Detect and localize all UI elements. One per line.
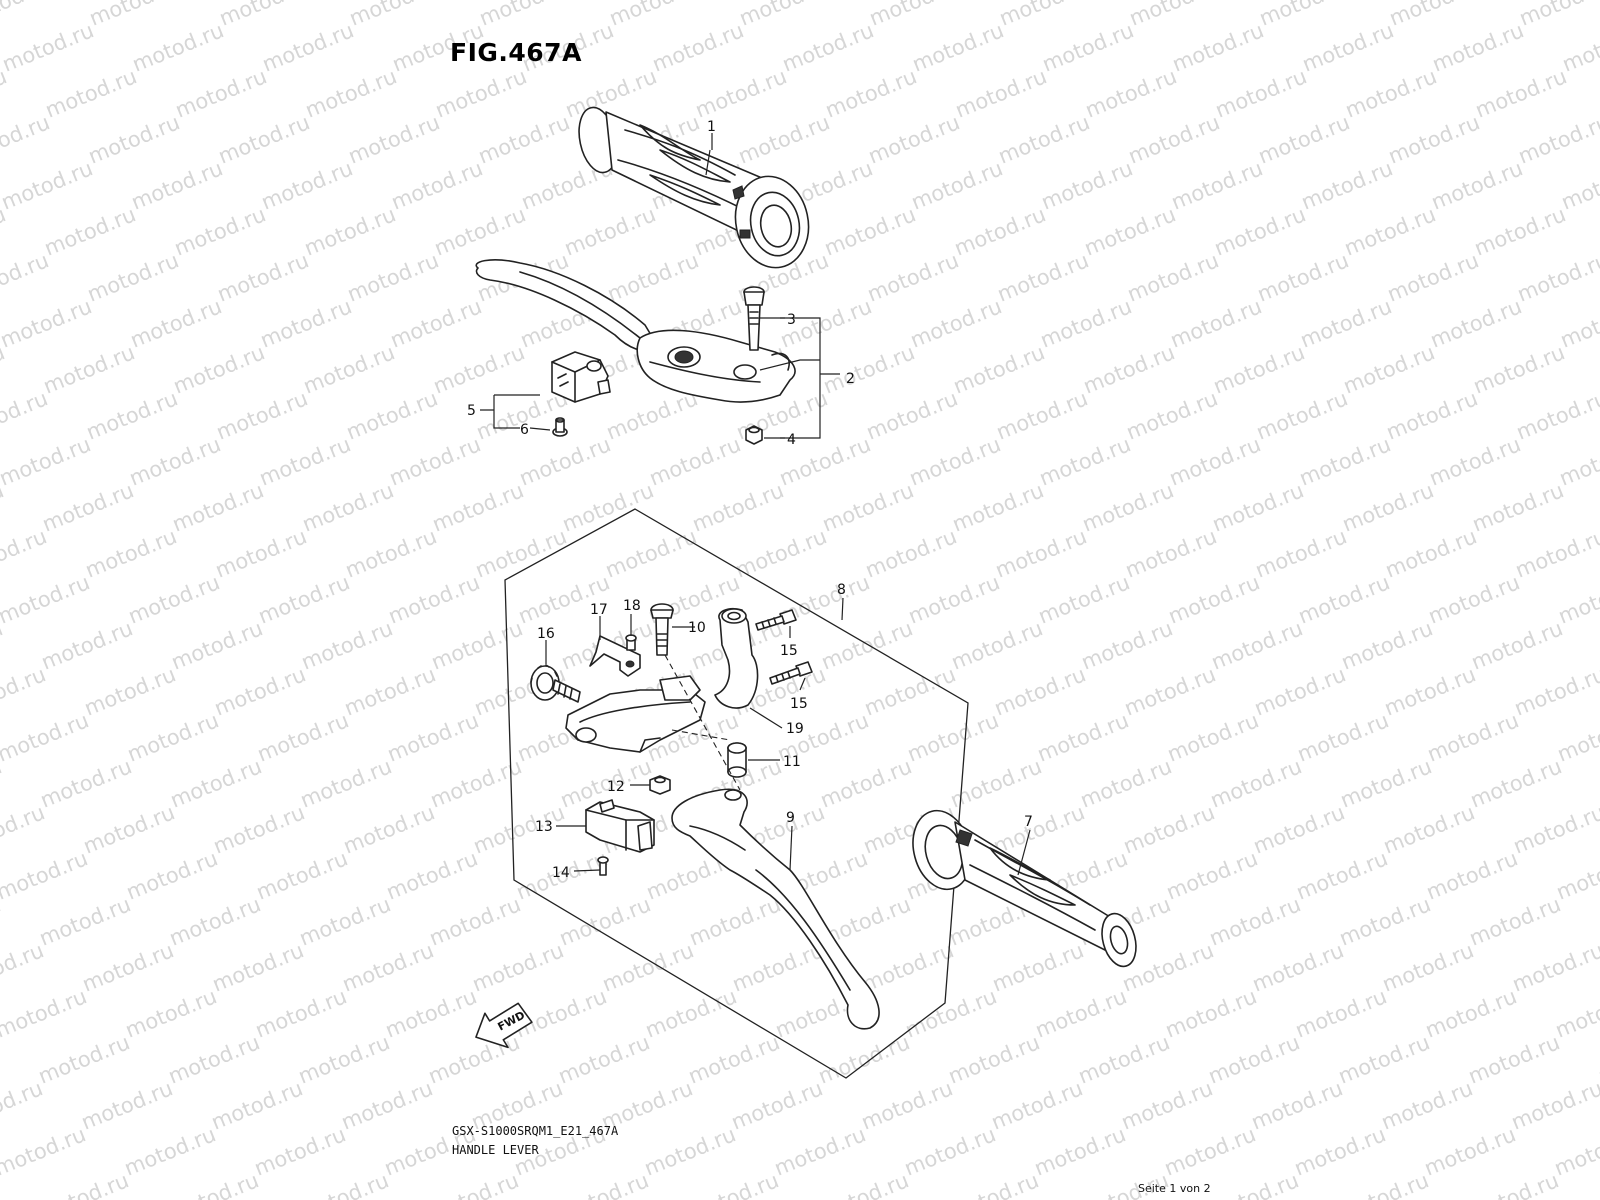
callout-7: 7 [1024,814,1033,830]
lever-holder-part [565,675,706,753]
callout-8: 8 [837,582,846,598]
clutch-lever-part [671,788,880,1030]
adjuster-dial-part [530,664,581,703]
callout-19: 19 [786,721,804,737]
nut-part [745,425,763,445]
callout-13: 13 [535,819,553,835]
callout-16: 16 [537,626,555,642]
callout-1: 1 [707,119,716,135]
leader-8 [841,597,844,621]
callout-15-lower: 15 [790,696,808,712]
collar-part [727,742,747,778]
leader-14 [573,869,601,872]
callout-5: 5 [467,403,476,419]
assembly-guide-line-2 [671,729,731,741]
leader-6 [529,427,551,431]
callout-17: 17 [590,602,608,618]
clamp-bolt-lower-part [769,661,813,685]
leader-5-bracket [480,394,540,429]
part-group-name: HANDLE LEVER [452,1143,539,1157]
callout-3: 3 [787,312,796,328]
bracket-part [589,635,641,677]
throttle-grip-part [578,106,810,269]
leader-9 [789,825,793,871]
page-indicator: Seite 1 von 2 [1138,1182,1211,1195]
figure-title: FIG.467A [450,38,582,67]
clutch-nut-part [649,775,671,795]
callout-2: 2 [846,371,855,387]
callout-9: 9 [786,810,795,826]
leader-1 [705,133,713,176]
clutch-switch-part [585,799,655,853]
assembly-guide-line-1 [664,654,741,791]
callout-10: 10 [688,620,706,636]
callout-12: 12 [607,779,625,795]
model-code: GSX-S1000SRQM1_E21_467A [452,1124,619,1138]
brake-lever-assembly-part [475,259,796,403]
switch-screw-part [552,417,568,437]
callout-4: 4 [787,432,796,448]
small-screw-part [625,634,637,651]
clutch-switch-screw-part [597,856,609,876]
forward-direction-icon: FWD [475,1002,533,1049]
callout-18: 18 [623,598,641,614]
callout-6: 6 [520,422,529,438]
callout-11: 11 [783,754,801,770]
leader-15b [799,677,806,691]
clamp-part [714,607,759,709]
brake-switch-part [551,351,611,403]
left-grip-part [912,809,1137,968]
leader-19 [749,707,783,729]
leader-7 [1017,829,1031,876]
callout-14: 14 [552,865,570,881]
pivot-bolt-part [743,286,765,351]
leader-2-bracket [759,317,840,439]
clamp-bolt-upper-part [755,609,797,631]
callout-15-upper: 15 [780,643,798,659]
clutch-pivot-bolt-part [650,603,674,656]
clutch-assembly-outline [504,508,969,1079]
